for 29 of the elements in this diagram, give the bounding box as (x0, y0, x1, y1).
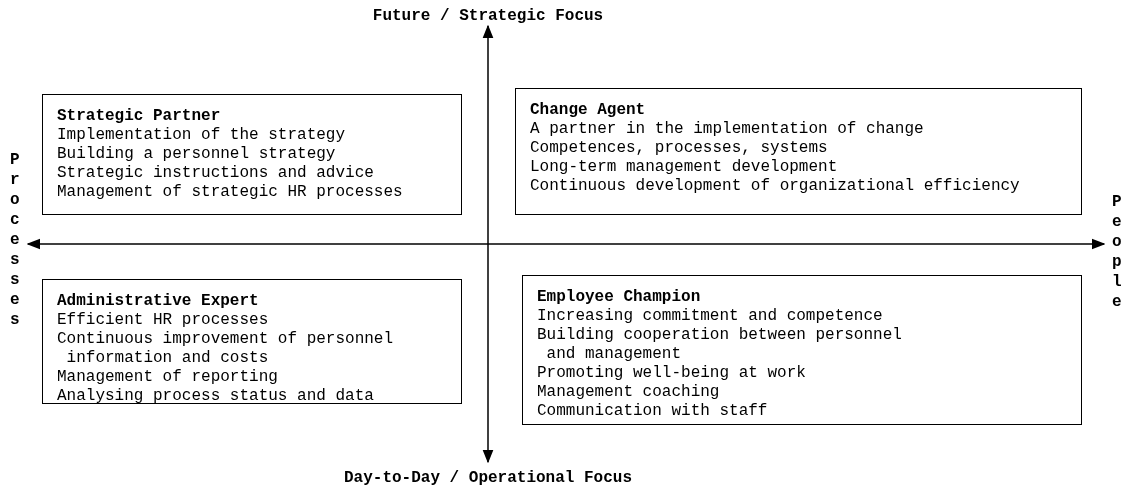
box-heading: Change Agent (530, 101, 647, 120)
list-item: Continuous development of organizational efficiency (530, 177, 1021, 196)
list-item: Increasing commitment and competence (537, 307, 884, 326)
list-item: Long-term management development (530, 158, 839, 177)
list-item: Building a personnel strategy (57, 145, 337, 164)
role-box (42, 279, 462, 404)
list-item: Efficient HR processes (57, 311, 270, 330)
role-box (42, 94, 462, 215)
box-heading: Employee Champion (537, 288, 702, 307)
list-item: Communication with staff (537, 402, 769, 421)
list-item: Analysing process status and data (57, 387, 375, 406)
list-item: Strategic instructions and advice (57, 164, 375, 183)
list-item: A partner in the implementation of change (530, 120, 925, 139)
role-box (515, 88, 1082, 215)
axis-label: Future / Strategic Focus (372, 6, 604, 26)
list-item: Implementation of the strategy (57, 126, 347, 145)
axis-label: People (1112, 192, 1122, 312)
role-box (522, 275, 1082, 425)
list-item: Promoting well-being at work (537, 364, 807, 383)
box-heading: Strategic Partner (57, 107, 222, 126)
list-item: Competences, processes, systems (530, 139, 829, 158)
list-item: Management of reporting (57, 368, 279, 387)
axis-label: Day-to-Day / Operational Focus (344, 468, 632, 488)
box-heading: Administrative Expert (57, 292, 260, 311)
axis-label: Processes (10, 150, 20, 330)
list-item: Continuous improvement of personnel information and costs (57, 330, 395, 368)
list-item: Management coaching (537, 383, 721, 402)
list-item: Management of strategic HR processes (57, 183, 404, 202)
list-item: Building cooperation between personnel and management (537, 326, 903, 364)
